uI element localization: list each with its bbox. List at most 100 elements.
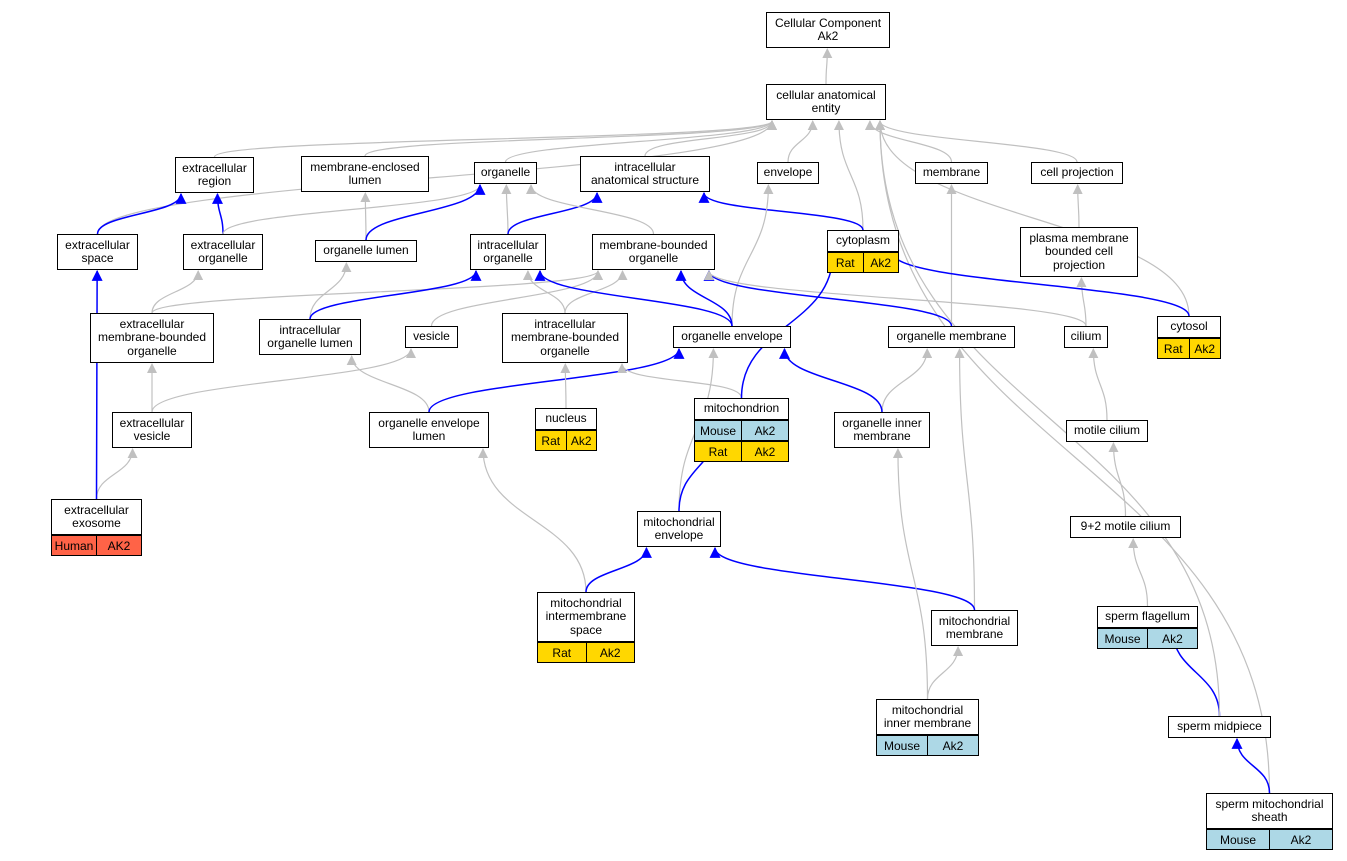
edge-cpj-cae	[875, 120, 1078, 163]
edge-emb-mbo	[151, 270, 603, 314]
edge-env-cae	[787, 120, 818, 163]
node-cilium[interactable]: cilium	[1064, 326, 1108, 348]
node-extracellular-exosome[interactable]: extracellular exosome	[51, 499, 142, 535]
node-intracellular-organelle[interactable]: intracellular organelle	[470, 234, 546, 270]
node-label: intracellular membrane-bounded organelle	[510, 316, 620, 358]
node-intracellular-membrane-bounded-organelle[interactable]: intracellular membrane-bounded organelle	[502, 313, 628, 363]
edge-mel-cae	[364, 120, 777, 157]
edge-ias-cae	[644, 120, 777, 157]
node-label: sperm midpiece	[1177, 719, 1262, 734]
node-label: intracellular organelle lumen	[267, 322, 353, 350]
node-mitochondrial-intermembrane-space[interactable]: mitochondrial intermembrane space	[537, 592, 635, 642]
edge-sms-cae	[875, 120, 1271, 794]
edge-oen-ico	[534, 269, 733, 327]
edge-spm-cae	[875, 120, 1221, 717]
node-label: Cellular Component Ak2	[774, 15, 882, 43]
node-organelle[interactable]: organelle	[474, 162, 537, 184]
node-label: extracellular region	[182, 160, 247, 188]
node-label: plasma membrane bounded cell projection	[1029, 230, 1129, 272]
node-label: cytoplasm	[835, 233, 891, 248]
edge-cae-root	[822, 48, 833, 85]
node-label: organelle envelope	[681, 329, 783, 344]
node-membrane[interactable]: membrane	[915, 162, 988, 184]
annotation-mitochondrion-mouse: Mouse Ak2	[694, 420, 789, 441]
node-intracellular-anatomical-structure[interactable]: intracellular anatomical structure	[580, 156, 710, 192]
node-label: motile cilium	[1073, 423, 1140, 438]
species-label: Rat	[541, 433, 561, 448]
node-extracellular-region[interactable]: extracellular region	[175, 157, 254, 193]
edge-mci-cil	[1088, 348, 1108, 421]
node-motile-cilium[interactable]: motile cilium	[1066, 420, 1148, 442]
node-cellular-component-root[interactable]: Cellular Component Ak2	[766, 12, 890, 48]
node-label: membrane-enclosed lumen	[310, 159, 420, 187]
node-label: mitochondrial inner membrane	[883, 702, 972, 730]
node-organelle-inner-membrane[interactable]: organelle inner membrane	[834, 412, 930, 448]
node-plasma-membrane-bounded-cell-projection[interactable]: plasma membrane bounded cell projection	[1020, 227, 1138, 277]
node-mitochondrial-envelope[interactable]: mitochondrial envelope	[637, 511, 721, 547]
gene-label: Ak2	[741, 421, 788, 440]
edge-oim-oen	[779, 347, 883, 413]
node-intracellular-organelle-lumen[interactable]: intracellular organelle lumen	[259, 319, 361, 355]
gene-label: AK2	[96, 536, 141, 555]
node-label: intracellular organelle	[477, 237, 539, 265]
node-organelle-membrane[interactable]: organelle membrane	[888, 326, 1015, 348]
edge-cys-cyt	[887, 251, 1190, 317]
edge-orl-org	[365, 183, 486, 241]
node-organelle-envelope-lumen[interactable]: organelle envelope lumen	[369, 412, 489, 448]
node-label: intracellular anatomical structure	[590, 159, 700, 187]
edge-mbo-org	[526, 184, 655, 235]
node-sperm-mitochondrial-sheath[interactable]: sperm mitochondrial sheath	[1206, 793, 1333, 829]
node-cytosol[interactable]: cytosol	[1157, 316, 1221, 338]
node-label: cellular anatomical entity	[776, 87, 876, 115]
node-organelle-envelope[interactable]: organelle envelope	[673, 326, 791, 348]
edge-ecr-cae	[213, 120, 777, 158]
edge-orl-mel	[360, 192, 371, 241]
edge-org-cae	[504, 120, 777, 163]
node-membrane-enclosed-lumen[interactable]: membrane-enclosed lumen	[301, 156, 429, 192]
node-mitochondrial-inner-membrane[interactable]: mitochondrial inner membrane	[876, 699, 979, 735]
node-cellular-anatomical-entity[interactable]: cellular anatomical entity	[766, 84, 886, 120]
species-label: Mouse	[699, 423, 737, 438]
edge-nuc-imb	[560, 363, 571, 409]
edge-mim-mtm	[926, 646, 964, 700]
node-nucleus[interactable]: nucleus	[535, 408, 597, 430]
gene-label: Ak2	[1269, 830, 1332, 849]
edge-ecv-ves	[151, 348, 416, 413]
node-sperm-flagellum[interactable]: sperm flagellum	[1097, 606, 1198, 628]
node-label: cilium	[1070, 329, 1102, 344]
node-vesicle[interactable]: vesicle	[405, 326, 458, 348]
node-extracellular-space[interactable]: extracellular space	[57, 234, 138, 270]
edge-exo-ecv	[95, 448, 138, 500]
edge-oen-env	[731, 184, 774, 327]
node-9-2-motile-cilium[interactable]: 9+2 motile cilium	[1070, 516, 1181, 538]
node-extracellular-membrane-bounded-organelle[interactable]: extracellular membrane-bounded organelle	[90, 313, 214, 363]
node-mitochondrion[interactable]: mitochondrion	[694, 398, 789, 420]
node-label: sperm flagellum	[1105, 609, 1190, 624]
edge-spf-m92	[1128, 538, 1149, 607]
node-label: extracellular membrane-bounded organelle	[97, 316, 207, 358]
node-extracellular-vesicle[interactable]: extracellular vesicle	[112, 412, 192, 448]
gene-label: Ak2	[565, 431, 597, 450]
node-cytoplasm[interactable]: cytoplasm	[827, 230, 899, 252]
node-extracellular-organelle[interactable]: extracellular organelle	[183, 234, 263, 270]
node-organelle-lumen[interactable]: organelle lumen	[315, 240, 417, 262]
node-label: cell projection	[1040, 165, 1114, 180]
edge-ecs-cae	[96, 120, 777, 235]
node-mitochondrial-membrane[interactable]: mitochondrial membrane	[931, 610, 1018, 646]
node-envelope[interactable]: envelope	[757, 162, 819, 184]
edge-oim-omm	[881, 348, 933, 413]
node-label: organelle membrane	[896, 329, 1007, 344]
node-label: mitochondrion	[703, 401, 780, 416]
node-label: extracellular organelle	[190, 237, 256, 265]
node-label: organelle lumen	[323, 243, 409, 258]
node-membrane-bounded-organelle[interactable]: membrane-bounded organelle	[592, 234, 715, 270]
edge-omm-mbo	[703, 269, 953, 327]
node-sperm-midpiece[interactable]: sperm midpiece	[1168, 716, 1271, 738]
node-label: mitochondrial intermembrane space	[545, 595, 627, 637]
node-cell-projection[interactable]: cell projection	[1031, 162, 1123, 184]
